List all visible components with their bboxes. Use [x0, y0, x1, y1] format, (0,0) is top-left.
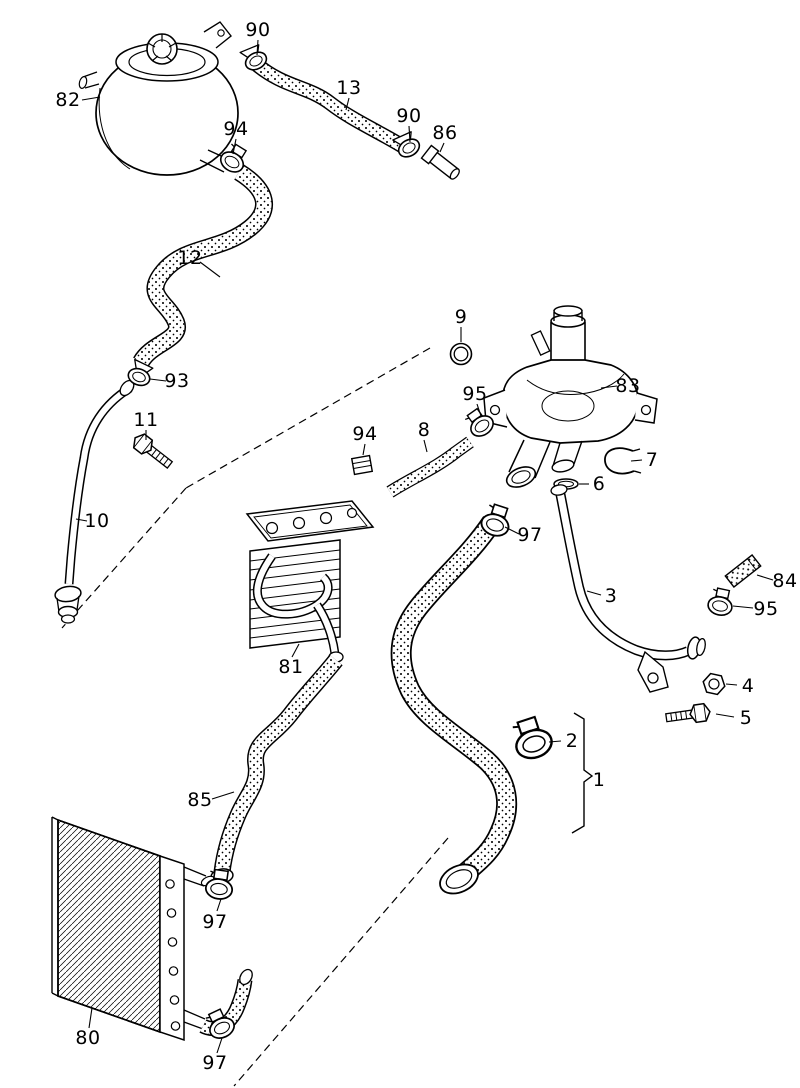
- bolt-11: [129, 430, 176, 473]
- part-label-81: 81: [278, 656, 304, 678]
- connector-86: [420, 144, 460, 180]
- part-label-10: 10: [84, 510, 110, 532]
- expansion-tank-82: [78, 21, 239, 176]
- bolt-5: [664, 702, 712, 728]
- hose-12: [133, 164, 273, 368]
- part-label-97-c: 97: [202, 1052, 228, 1074]
- part-label-80: 80: [75, 1027, 101, 1049]
- part-label-84: 84: [772, 570, 798, 592]
- part-label-6: 6: [592, 473, 606, 495]
- part-label-83: 83: [615, 375, 641, 397]
- o-ring-9: [449, 342, 473, 366]
- leader-lines: [75, 39, 774, 1054]
- part-label-82: 82: [55, 89, 81, 111]
- pipe-10: [54, 379, 135, 624]
- part-label-1: 1: [592, 769, 606, 791]
- construction-dashed-lines: [61, 347, 449, 1087]
- clamp-2: [507, 712, 557, 764]
- part-label-4: 4: [741, 675, 755, 697]
- coolant-flange-83: [483, 305, 658, 488]
- part-label-95-b: 95: [753, 598, 779, 620]
- part-label-86: 86: [432, 122, 458, 144]
- oil-cooler-81: [245, 500, 375, 663]
- part-label-12: 12: [177, 247, 203, 269]
- pipe-3: [550, 484, 706, 693]
- part-label-13: 13: [336, 77, 362, 99]
- part-label-8: 8: [417, 419, 431, 441]
- part-label-7: 7: [645, 449, 659, 471]
- part-label-93: 93: [164, 370, 190, 392]
- part-label-5: 5: [739, 707, 753, 729]
- connector-84: [724, 554, 762, 588]
- hose-85: [210, 654, 343, 884]
- part-label-2: 2: [565, 730, 579, 752]
- clamp-94-hose8: [350, 454, 374, 476]
- part-label-94-a: 94: [223, 118, 249, 140]
- part-label-97-a: 97: [517, 524, 543, 546]
- bracket-1: [571, 712, 594, 834]
- part-label-11: 11: [133, 409, 159, 431]
- part-label-90-a: 90: [245, 19, 271, 41]
- part-label-9: 9: [454, 306, 468, 328]
- part-label-3: 3: [604, 585, 618, 607]
- hose-13: [251, 58, 408, 154]
- retaining-clip-7: [604, 447, 642, 475]
- part-label-94-b: 94: [352, 423, 378, 445]
- part-label-90-b: 90: [396, 105, 422, 127]
- part-label-85: 85: [187, 789, 213, 811]
- hose-1: [390, 516, 518, 895]
- clamp-95-pipe3: [705, 586, 737, 619]
- hose-8: [386, 436, 474, 498]
- part-label-95-a: 95: [462, 383, 488, 405]
- nut-4: [702, 672, 726, 696]
- part-label-97-b: 97: [202, 911, 228, 933]
